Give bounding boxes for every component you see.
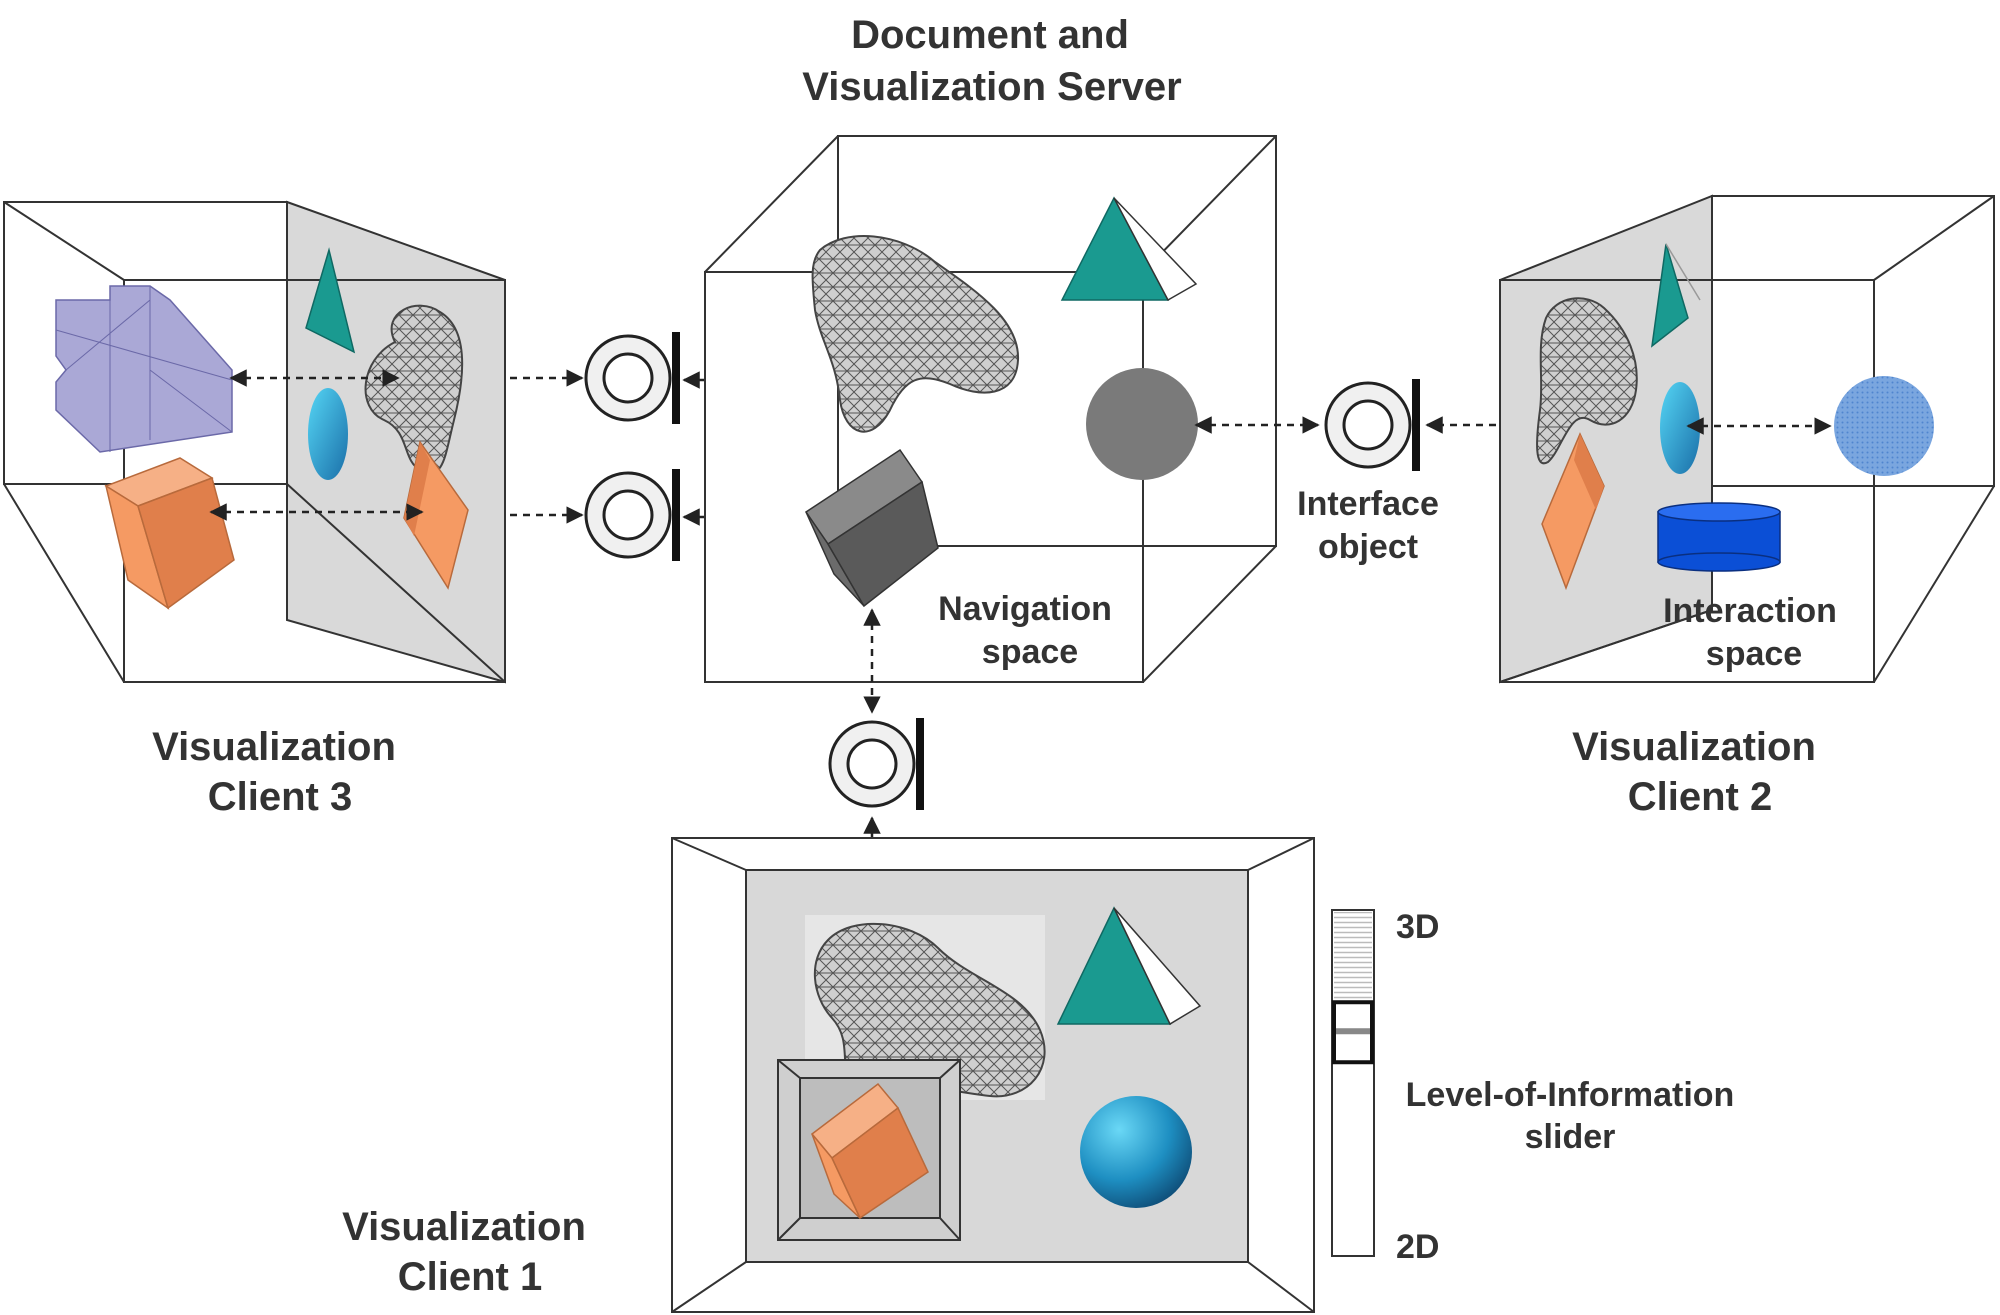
- client3-label-line1: Visualization: [152, 725, 396, 769]
- slider-top-label: 3D: [1396, 908, 1439, 946]
- client2-frame-back: [1711, 195, 1995, 487]
- server-cube: Navigation space: [704, 135, 1277, 683]
- client1-label-line1: Visualization: [342, 1205, 586, 1249]
- server-title: Document and Visualization Server: [802, 13, 1181, 109]
- server-title-line2: Visualization Server: [802, 65, 1181, 109]
- interface-label-line2: object: [1318, 528, 1418, 566]
- client2-label-line1: Visualization: [1572, 725, 1816, 769]
- slider-name-line1: Level-of-Information: [1406, 1076, 1735, 1114]
- orange-cube-client1: [810, 1082, 929, 1220]
- gray-cube-server: [804, 448, 939, 608]
- interaction-label-line2: space: [1706, 635, 1802, 673]
- slider-bottom-label: 2D: [1396, 1228, 1439, 1266]
- blue-disc-client3: [308, 388, 348, 480]
- interface-label-line1: Interface: [1297, 485, 1439, 523]
- teal-triangle-client3: [305, 247, 356, 354]
- client1-label-line2: Client 1: [398, 1255, 542, 1299]
- teal-triangle-client2: [1651, 243, 1689, 348]
- navigation-label-line2: space: [982, 633, 1078, 671]
- dotted-sphere-client2: [1834, 376, 1934, 476]
- interface-object-bottom-left: [584, 469, 680, 561]
- client3-cube: [3, 200, 506, 684]
- client2-cube: Interaction space: [1499, 194, 1995, 684]
- blue-disc-client2: [1660, 382, 1700, 474]
- interface-object-right: [1324, 379, 1420, 471]
- navigation-label-line1: Navigation: [938, 590, 1112, 628]
- client3-label-line2: Client 3: [208, 775, 352, 819]
- blue-cylinder-client2: [1657, 502, 1781, 572]
- slider-thumb[interactable]: [1332, 1000, 1374, 1065]
- mesh-blob-server: [811, 235, 1020, 433]
- level-of-information-slider[interactable]: [1331, 909, 1375, 1257]
- lavender-t-shape: [55, 285, 233, 453]
- client2-label-line2: Client 2: [1628, 775, 1772, 819]
- client3-links: [209, 369, 584, 524]
- interface-object-bottom: [828, 718, 924, 810]
- client1-room: [671, 837, 1315, 1313]
- server-title-line1: Document and: [851, 13, 1129, 57]
- orange-cube-client3: [104, 457, 235, 610]
- mesh-blob-client3: [364, 304, 464, 474]
- blue-sphere-client1: [1080, 1096, 1192, 1208]
- gray-sphere-server: [1086, 368, 1198, 480]
- interaction-label-line1: Interaction: [1663, 592, 1837, 630]
- slider-name-line2: slider: [1525, 1118, 1616, 1156]
- interface-object-top-left: [584, 332, 680, 424]
- mesh-blob-client2: [1536, 297, 1638, 465]
